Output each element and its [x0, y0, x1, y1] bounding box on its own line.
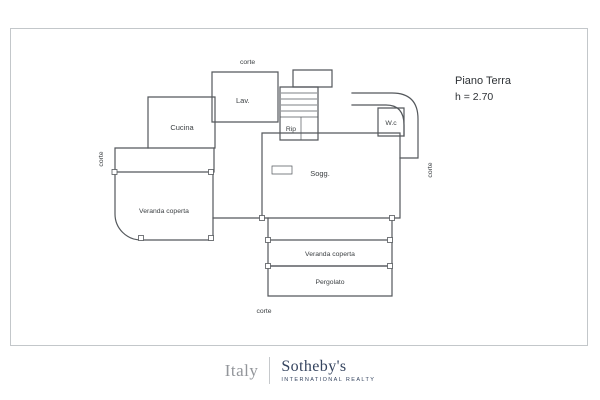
room-label-pergolato: Pergolato	[315, 279, 344, 286]
branding-footer: Italy Sotheby's INTERNATIONAL REALTY	[0, 357, 600, 384]
courtyard-label-right: corte	[427, 162, 434, 177]
stair-treads	[280, 92, 318, 140]
detail-lines	[271, 92, 318, 175]
column-posts	[111, 169, 395, 269]
room-label-cucina: Cucina	[170, 123, 194, 132]
wall-veranda-connectors	[267, 217, 393, 241]
room-label-rip: Rip	[286, 126, 296, 133]
wall-corridor-outer	[351, 92, 419, 159]
room-label-sogg: Sogg.	[310, 169, 330, 178]
brand-wordmark: Sotheby's INTERNATIONAL REALTY	[281, 358, 375, 383]
walls	[114, 69, 419, 297]
wall-lav	[211, 71, 279, 123]
wall-left-notch	[114, 147, 149, 173]
wall-corridor-inner	[351, 104, 405, 137]
wall-pergolato	[267, 265, 393, 297]
wall-top-annex	[292, 69, 333, 88]
room-label-lav: Lav.	[236, 96, 250, 105]
drawing-border-frame	[10, 28, 588, 346]
room-label-veranda-left: Veranda coperta	[139, 208, 189, 215]
room-label-veranda-bottom: Veranda coperta	[305, 251, 355, 258]
wall-veranda-left	[114, 171, 214, 241]
brand-name: Sotheby's	[281, 358, 347, 375]
wall-stair	[279, 86, 319, 141]
sogg-fireplace	[271, 165, 293, 175]
plan-title: Piano Terra	[455, 75, 512, 87]
courtyard-label-top: corte	[240, 59, 255, 66]
brand-tagline: INTERNATIONAL REALTY	[281, 377, 376, 383]
room-labels: corte Lav. Cucina Rip W.c Sogg. Veranda …	[98, 59, 434, 315]
courtyard-label-left: corte	[98, 151, 105, 166]
wall-cucina	[147, 96, 216, 149]
brand-country: Italy	[224, 360, 259, 380]
wall-sogg	[261, 132, 401, 219]
courtyard-label-bottom: corte	[256, 308, 271, 315]
title-block: Piano Terra h = 2.70	[455, 74, 511, 104]
room-label-wc: W.c	[385, 120, 397, 127]
plan-height: h = 2.70	[455, 91, 494, 103]
brand-divider	[269, 357, 271, 384]
